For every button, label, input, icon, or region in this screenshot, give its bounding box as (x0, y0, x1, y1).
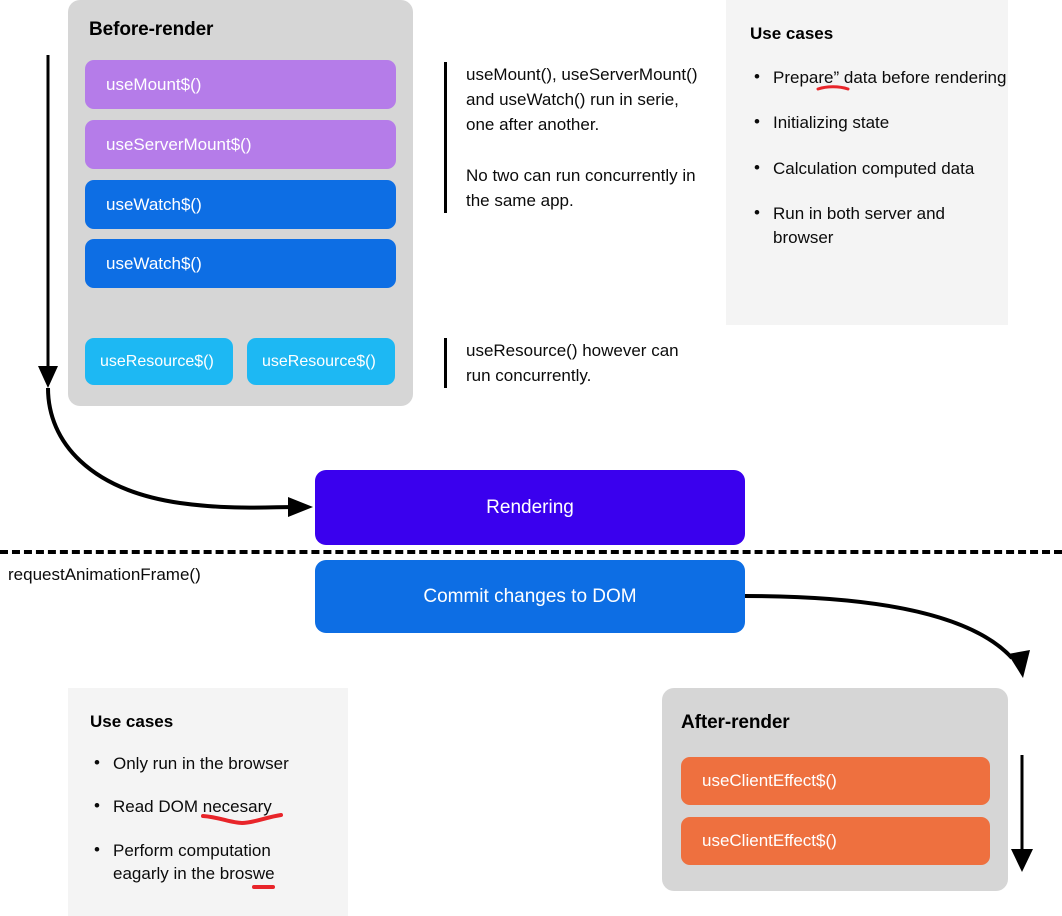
rendering-label: Rendering (486, 496, 574, 518)
after-render-panel: After-render useClientEffect$() useClien… (662, 688, 1008, 891)
usecases-after-list: Only run in the browser Read DOM necesar… (90, 751, 326, 890)
item-marked-text: re” (818, 68, 840, 87)
hook-pill-useclienteffect-2[interactable]: useClientEffect$() (681, 817, 990, 865)
hook-pill-usewatch-2[interactable]: useWatch$() (85, 239, 396, 288)
before-render-title: Before-render (89, 19, 214, 40)
commit-label: Commit changes to DOM (423, 585, 637, 607)
arrow-down-icon (38, 55, 58, 388)
hook-label: useResource$() (262, 352, 376, 370)
frame-boundary-divider (0, 550, 1062, 554)
list-item: Initializing state (750, 110, 984, 134)
item-text: data before rendering (839, 68, 1007, 87)
arrow-down-icon (1011, 755, 1033, 872)
spellcheck-underline-icon (816, 85, 850, 91)
list-item: Perform computation eagarly in the brosw… (90, 838, 326, 890)
item-text: Prepa (773, 68, 819, 87)
note-serial-execution: useMount(), useServerMount() and useWatc… (444, 62, 704, 213)
hook-pill-usemount[interactable]: useMount$() (85, 60, 396, 109)
spellcheck-squiggle-icon (200, 813, 283, 826)
spellcheck-underline-icon (251, 885, 275, 890)
hook-pill-useservermount[interactable]: useServerMount$() (85, 120, 396, 169)
after-render-title: After-render (681, 712, 790, 733)
note-line: useResource() however can run concurrent… (466, 341, 679, 386)
note-concurrent-execution: useResource() however can run concurrent… (444, 338, 704, 389)
hook-label: useWatch$() (106, 253, 202, 273)
list-item: Run in both server and browser (750, 201, 984, 249)
rendering-block[interactable]: Rendering (315, 470, 745, 545)
list-item: Calculation computed data (750, 156, 984, 180)
curved-arrow-icon (744, 594, 1030, 678)
hook-label: useClientEffect$() (702, 771, 837, 790)
usecases-before-list: Prepare” data before rendering Initializ… (750, 65, 1006, 249)
hook-pill-useresource-2[interactable]: useResource$() (247, 338, 395, 385)
note-line: No two can run concurrently in the same … (466, 165, 696, 210)
hook-label: useWatch$() (106, 194, 202, 214)
curved-arrow-icon (46, 387, 313, 517)
note-line: useMount(), useServerMount() and useWatc… (466, 65, 698, 135)
hook-pill-useclienteffect-1[interactable]: useClientEffect$() (681, 757, 990, 805)
list-item: Only run in the browser (90, 751, 326, 775)
list-item: Read DOM necesary (90, 794, 326, 826)
usecases-after-render-card: Use cases Only run in the browser Read D… (68, 688, 348, 916)
hook-label: useServerMount$() (106, 134, 252, 154)
request-animation-frame-label: requestAnimationFrame() (8, 565, 201, 584)
item-text: Read DOM (113, 797, 203, 817)
hook-label: useMount$() (106, 74, 202, 94)
hook-pill-useresource-1[interactable]: useResource$() (85, 338, 233, 385)
usecases-before-render-card: Use cases Prepare” data before rendering… (726, 0, 1008, 325)
item-marked-text: necesary (202, 797, 272, 817)
list-item: Prepare” data before rendering (750, 65, 1006, 91)
item-text: Perform computation eagarly in the bros (113, 840, 271, 884)
before-render-panel: Before-render useMount$() useServerMount… (68, 0, 413, 406)
hook-label: useClientEffect$() (702, 831, 837, 850)
usecases-after-title: Use cases (90, 712, 174, 731)
item-marked-text: we (252, 864, 275, 884)
hook-pill-usewatch-1[interactable]: useWatch$() (85, 180, 396, 229)
usecases-before-title: Use cases (750, 24, 834, 43)
hook-label: useResource$() (100, 352, 214, 370)
commit-changes-block[interactable]: Commit changes to DOM (315, 560, 745, 633)
